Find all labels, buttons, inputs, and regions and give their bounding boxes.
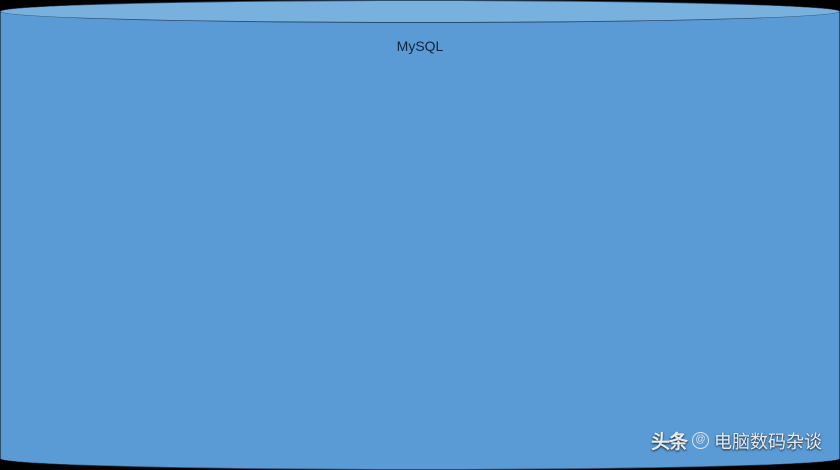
cylinder-top-shape	[0, 0, 840, 23]
toutiao-logo: 头条	[650, 432, 688, 453]
cylinder-body-shape	[0, 11, 840, 459]
watermark-account-name: 电脑数码杂谈	[714, 431, 822, 452]
watermark: 头条 @ 电脑数码杂谈	[651, 427, 822, 454]
at-icon: @	[692, 432, 709, 449]
diagram-node-mysql-label: MySQL	[396, 38, 444, 54]
